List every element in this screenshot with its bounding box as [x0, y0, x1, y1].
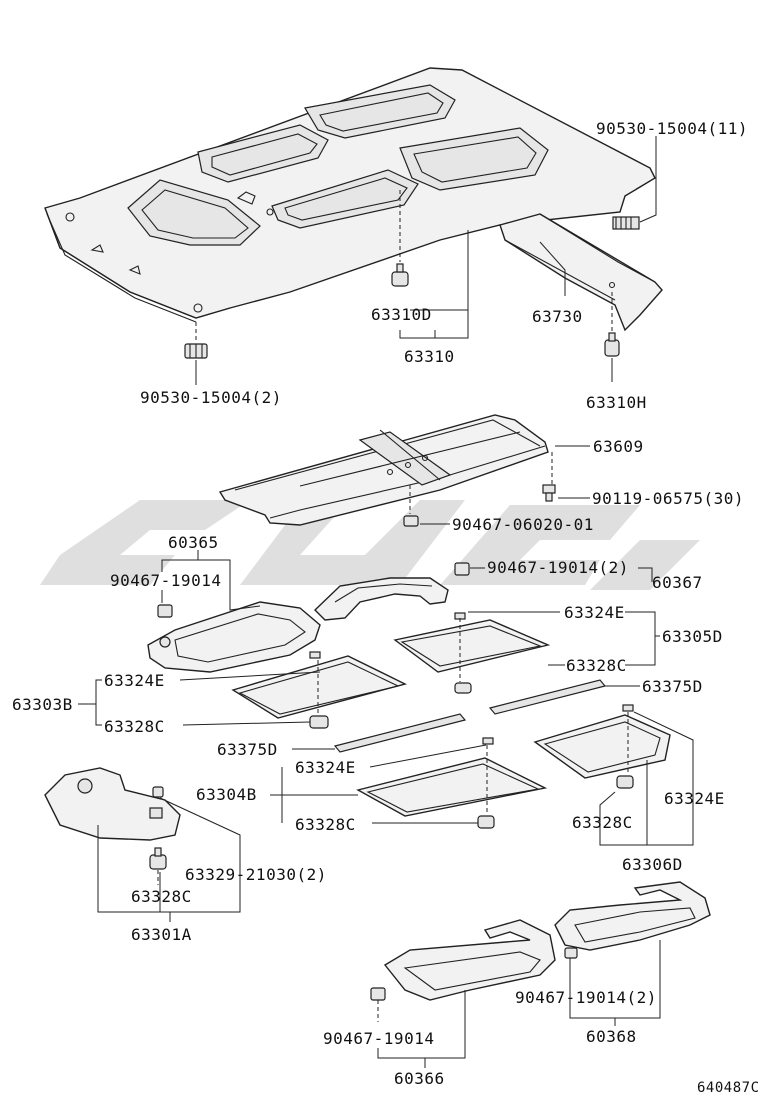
clip-63310H	[604, 332, 620, 357]
bolt-90119-06575	[542, 484, 556, 502]
label-63304B: 63304B	[196, 785, 257, 804]
label-63329-21030: 63329-21030(2)	[185, 865, 327, 884]
label-63301A: 63301A	[131, 925, 192, 944]
label-90467-19014-2b: 90467-19014(2)	[515, 988, 657, 1007]
panel-63301A	[44, 767, 181, 841]
label-63609: 63609	[593, 437, 644, 456]
clip-90530-15004-2	[184, 343, 208, 359]
clip-63310D	[391, 263, 409, 287]
label-60367: 60367	[652, 573, 703, 592]
nut-90467-06020-01	[403, 515, 419, 527]
label-90119-06575: 90119-06575(30)	[592, 489, 744, 508]
label-63324E-c: 63324E	[295, 758, 356, 777]
label-63324E-b: 63324E	[104, 671, 165, 690]
label-63310H: 63310H	[586, 393, 647, 412]
frame-63609	[218, 414, 549, 526]
label-63328C-d: 63328C	[572, 813, 633, 832]
label-63310D: 63310D	[371, 305, 432, 324]
label-90530-15004-2: 90530-15004(2)	[140, 388, 282, 407]
label-63328C-b: 63328C	[104, 717, 165, 736]
label-63730: 63730	[532, 307, 583, 326]
frame-60367	[313, 577, 449, 621]
label-63324E-a: 63324E	[564, 603, 625, 622]
label-90467-19014-b: 90467-19014	[323, 1029, 434, 1048]
panel-63306D	[533, 704, 671, 789]
frame-60368	[554, 881, 711, 951]
label-60365: 60365	[168, 533, 219, 552]
diagram-id: 640487C	[697, 1080, 760, 1096]
frame-60366	[383, 919, 556, 1001]
roof-headliner	[44, 67, 656, 323]
label-63310: 63310	[404, 347, 455, 366]
label-63306D: 63306D	[622, 855, 683, 874]
leader-lines	[78, 136, 694, 1068]
label-63375D-a: 63375D	[642, 677, 703, 696]
label-63328C-e: 63328C	[131, 887, 192, 906]
label-63328C-c: 63328C	[295, 815, 356, 834]
label-63328C-a: 63328C	[566, 656, 627, 675]
label-63324E-d: 63324E	[664, 789, 725, 808]
label-90530-15004-11: 90530-15004(11)	[596, 119, 748, 138]
nut-90467-19014-2a	[454, 562, 470, 576]
label-63375D-b: 63375D	[217, 740, 278, 759]
clip-63328C-e	[149, 847, 167, 870]
panel-63305D	[393, 612, 551, 694]
strip-63375D-a	[488, 679, 607, 715]
nut-90467-19014-b	[370, 987, 386, 1001]
label-90467-19014-a: 90467-19014	[110, 571, 221, 590]
label-63303B: 63303B	[12, 695, 73, 714]
label-63305D: 63305D	[662, 627, 723, 646]
panel-63304B	[356, 737, 548, 829]
nut-90467-19014-2b	[564, 947, 578, 959]
nut-90467-19014-a	[157, 604, 173, 618]
label-60366: 60366	[394, 1069, 445, 1088]
frame-60365	[147, 601, 321, 673]
clip-90530-15004-11	[612, 216, 640, 230]
label-60368: 60368	[586, 1027, 637, 1046]
panel-63303B	[231, 651, 407, 729]
label-90467-06020: 90467-06020-01	[452, 515, 594, 534]
label-90467-19014-2a: 90467-19014(2)	[487, 558, 629, 577]
strip-63375D-b	[333, 713, 467, 753]
